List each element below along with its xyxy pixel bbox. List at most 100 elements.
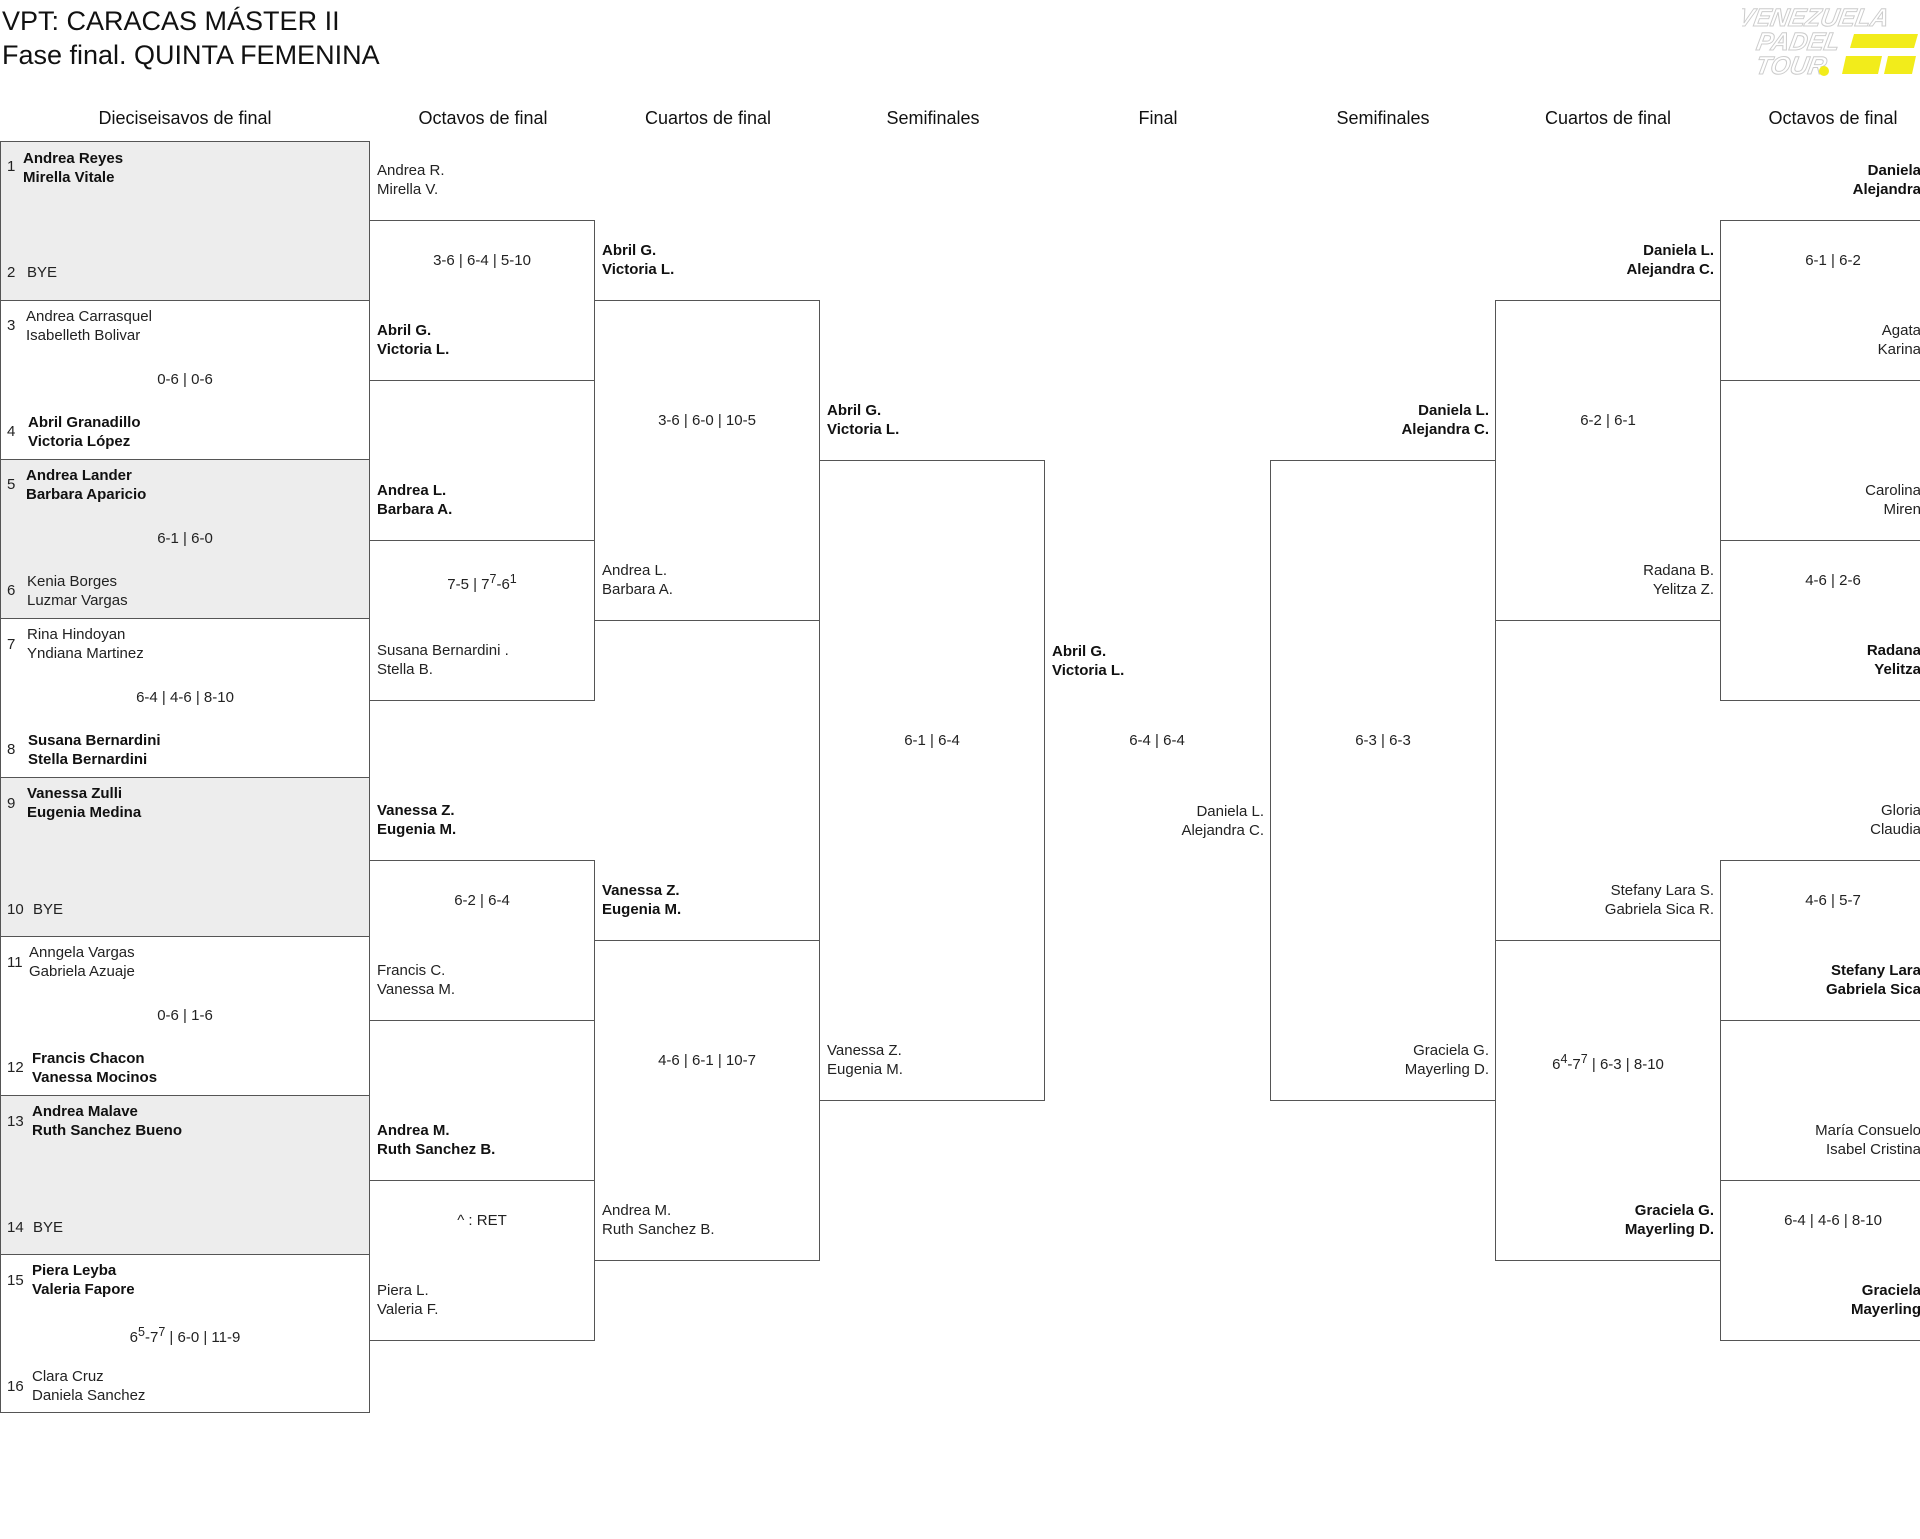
match-score: 3-6 | 6-0 | 10-5	[658, 412, 756, 429]
match-score: 3-6 | 6-4 | 5-10	[433, 252, 531, 269]
team-name: Vanessa Z.Eugenia M.	[602, 882, 682, 918]
qf-right-match-2	[1495, 940, 1721, 1261]
header-sf-right: Semifinales	[1336, 108, 1430, 128]
r16-right-match-4	[1720, 1180, 1920, 1341]
seed-number: 1	[7, 158, 16, 175]
seed-number: 13	[7, 1113, 24, 1130]
sf-right-match	[1270, 460, 1496, 1101]
header-qf-left: Cuartos de final	[644, 108, 772, 128]
seed-number: 4	[7, 423, 16, 440]
match-score: 0-6 | 0-6	[157, 371, 213, 388]
team-name: BYE	[27, 264, 58, 281]
seed-number: 14	[7, 1219, 24, 1236]
match-score: 6-1 | 6-4	[904, 732, 960, 749]
seed-number: 3	[7, 317, 16, 334]
match-score: 65-77 | 6-0 | 11-9	[129, 1325, 241, 1346]
seed-number: 10	[7, 901, 24, 918]
r16-right-match-1	[1720, 220, 1920, 381]
team-name: Radana B.Yelitza Z.	[1643, 562, 1714, 598]
svg-text:PADEL: PADEL	[1754, 28, 1842, 56]
team-name: Stefany Lara S.Gabriela Sica R.	[1604, 882, 1714, 918]
match-score: 6-4 | 4-6 | 8-10	[1784, 1212, 1882, 1229]
r32-match-3	[0, 459, 370, 619]
match-score: 0-6 | 1-6	[157, 1007, 213, 1024]
r16-right-match-2	[1720, 540, 1920, 701]
qf-right-match-1	[1495, 300, 1721, 621]
svg-text:TOUR: TOUR	[1754, 52, 1830, 80]
seed-number: 16	[7, 1378, 24, 1395]
r32-match-7	[0, 1095, 370, 1255]
header-r16-right: Octavos de final	[1768, 108, 1898, 128]
team-name: BYE	[33, 901, 64, 918]
team-name: Abril G.Victoria L.	[602, 242, 675, 278]
runner-up-team: Daniela L.Alejandra C.	[1181, 803, 1264, 839]
header-final: Final	[1138, 108, 1178, 128]
match-score: 6-2 | 6-4	[454, 892, 510, 909]
team-name: Abril G.Victoria L.	[827, 402, 900, 438]
match-score: 6-1 | 6-0	[157, 530, 213, 547]
seed-number: 6	[7, 582, 16, 599]
header-sf-left: Semifinales	[886, 108, 980, 128]
match-score: 6-4 | 4-6 | 8-10	[136, 689, 234, 706]
team-name: Francis C.Vanessa M.	[377, 962, 456, 998]
team-name: BYE	[33, 1219, 64, 1236]
seed-number: 8	[7, 741, 16, 758]
match-score: 6-3 | 6-3	[1355, 732, 1411, 749]
team-name: Graciela G.Mayerling D.	[1404, 1042, 1489, 1078]
team-name: Vanessa Z.Eugenia M.	[827, 1042, 903, 1078]
team-name: Andrea L.Barbara A.	[377, 482, 453, 518]
team-name: Vanessa Z.Eugenia M.	[377, 802, 457, 838]
seed-number: 7	[7, 636, 16, 653]
venezuela-padel-tour-logo: VENEZUELA PADEL TOUR	[1742, 4, 1918, 80]
r16-right-match-3	[1720, 860, 1920, 1021]
team-name: Susana Bernardini .Stella B.	[377, 642, 509, 678]
match-score: 64-77 | 6-3 | 8-10	[1552, 1052, 1664, 1073]
match-score: 6-1 | 6-2	[1805, 252, 1861, 269]
team-name: Piera L.Valeria F.	[377, 1282, 439, 1318]
r32-match-5	[0, 777, 370, 937]
team-name: Andrea M.Ruth Sanchez B.	[377, 1122, 496, 1158]
seed-number: 5	[7, 476, 16, 493]
page-title: VPT: CARACAS MÁSTER II	[2, 6, 340, 36]
team-name: Abril G.Victoria L.	[377, 322, 450, 358]
sf-left-match	[819, 460, 1045, 1101]
match-score: 4-6 | 2-6	[1805, 572, 1861, 589]
page-subtitle: Fase final. QUINTA FEMENINA	[2, 40, 380, 70]
header-qf-right: Cuartos de final	[1544, 108, 1672, 128]
seed-number: 12	[7, 1059, 24, 1076]
match-score: 7-5 | 77-61	[447, 572, 517, 593]
champion-team: Abril G.Victoria L.	[1052, 643, 1125, 679]
match-score: 4-6 | 6-1 | 10-7	[658, 1052, 756, 1069]
match-score: ^ : RET	[457, 1212, 507, 1229]
team-name: Daniela L.Alejandra C.	[1401, 402, 1489, 438]
svg-text:VENEZUELA: VENEZUELA	[1742, 4, 1891, 32]
final-score: 6-4 | 6-4	[1129, 732, 1185, 749]
r32-match-1	[0, 141, 370, 301]
team-name: Andrea L.Barbara A.	[602, 562, 673, 598]
team-name: Daniela L.Alejandra C.	[1626, 242, 1714, 278]
header-r16-left: Octavos de final	[418, 108, 548, 128]
team-name: Andrea R.Mirella V.	[377, 162, 445, 198]
seed-number: 11	[7, 954, 23, 971]
seed-number: 9	[7, 795, 16, 812]
team-name: Andrea M.Ruth Sanchez B.	[602, 1202, 715, 1238]
match-score: 6-2 | 6-1	[1580, 412, 1636, 429]
